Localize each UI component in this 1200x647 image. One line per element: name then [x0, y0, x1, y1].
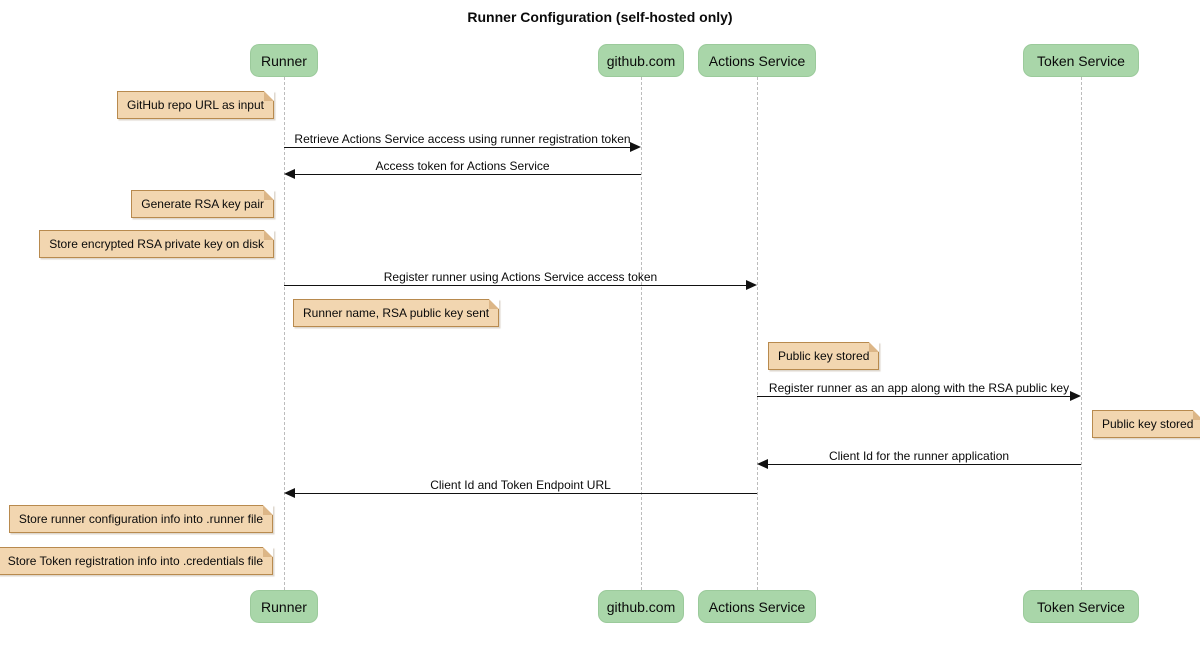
- lifeline-github: [641, 77, 642, 590]
- note-fold-icon: [1193, 410, 1200, 420]
- note-text: Generate RSA key pair: [141, 197, 264, 211]
- note-fold-icon: [264, 230, 274, 240]
- lifeline-token-service: [1081, 77, 1082, 590]
- lifeline-actions-service: [757, 77, 758, 590]
- actor-github-top: github.com: [598, 44, 684, 77]
- message-4-line: [757, 396, 1070, 397]
- actor-actions-service-bottom: Actions Service: [698, 590, 816, 623]
- actor-github-bottom: github.com: [598, 590, 684, 623]
- note-text: Public key stored: [1102, 417, 1194, 431]
- message-1-arrowhead: [630, 142, 641, 152]
- message-6-line: [295, 493, 757, 494]
- note-store-runner-file: Store runner configuration info into .ru…: [8, 505, 273, 533]
- note-store-private-key: Store encrypted RSA private key on disk: [39, 230, 274, 258]
- message-4-label: Register runner as an app along with the…: [768, 381, 1070, 395]
- lifeline-runner: [284, 77, 285, 590]
- actor-actions-service-top: Actions Service: [698, 44, 816, 77]
- note-public-key-stored-actions: Public key stored: [768, 342, 880, 370]
- note-fold-icon: [263, 505, 273, 515]
- note-text: Store encrypted RSA private key on disk: [49, 237, 264, 251]
- note-public-key-stored-token: Public key stored: [1092, 410, 1200, 438]
- message-3-label: Register runner using Actions Service ac…: [383, 270, 658, 284]
- actor-token-service-bottom: Token Service: [1023, 590, 1139, 623]
- message-5-line: [768, 464, 1081, 465]
- message-2-label: Access token for Actions Service: [375, 159, 550, 173]
- message-3-line: [284, 285, 746, 286]
- note-store-credentials-file: Store Token registration info into .cred…: [0, 547, 273, 575]
- note-text: GitHub repo URL as input: [127, 98, 264, 112]
- note-fold-icon: [264, 91, 274, 101]
- note-fold-icon: [263, 547, 273, 557]
- actor-runner-bottom: Runner: [250, 590, 318, 623]
- diagram-title: Runner Configuration (self-hosted only): [467, 9, 733, 25]
- note-github-repo-url: GitHub repo URL as input: [117, 91, 274, 119]
- message-2-line: [295, 174, 641, 175]
- note-text: Store runner configuration info into .ru…: [18, 512, 263, 526]
- message-1-line: [284, 147, 630, 148]
- note-fold-icon: [869, 342, 880, 352]
- message-5-label: Client Id for the runner application: [828, 449, 1010, 463]
- message-6-label: Client Id and Token Endpoint URL: [430, 478, 611, 492]
- note-fold-icon: [489, 299, 500, 309]
- note-text: Store Token registration info into .cred…: [7, 554, 263, 568]
- note-text: Public key stored: [778, 349, 870, 363]
- note-runner-name-sent: Runner name, RSA public key sent: [293, 299, 500, 327]
- note-text: Runner name, RSA public key sent: [303, 306, 490, 320]
- actor-token-service-top: Token Service: [1023, 44, 1139, 77]
- message-1-label: Retrieve Actions Service access using ru…: [294, 132, 631, 146]
- message-5-arrowhead: [757, 459, 768, 469]
- message-6-arrowhead: [284, 488, 295, 498]
- note-fold-icon: [264, 190, 274, 200]
- message-2-arrowhead: [284, 169, 295, 179]
- actor-runner-top: Runner: [250, 44, 318, 77]
- note-generate-rsa-key-pair: Generate RSA key pair: [131, 190, 274, 218]
- message-4-arrowhead: [1070, 391, 1081, 401]
- message-3-arrowhead: [746, 280, 757, 290]
